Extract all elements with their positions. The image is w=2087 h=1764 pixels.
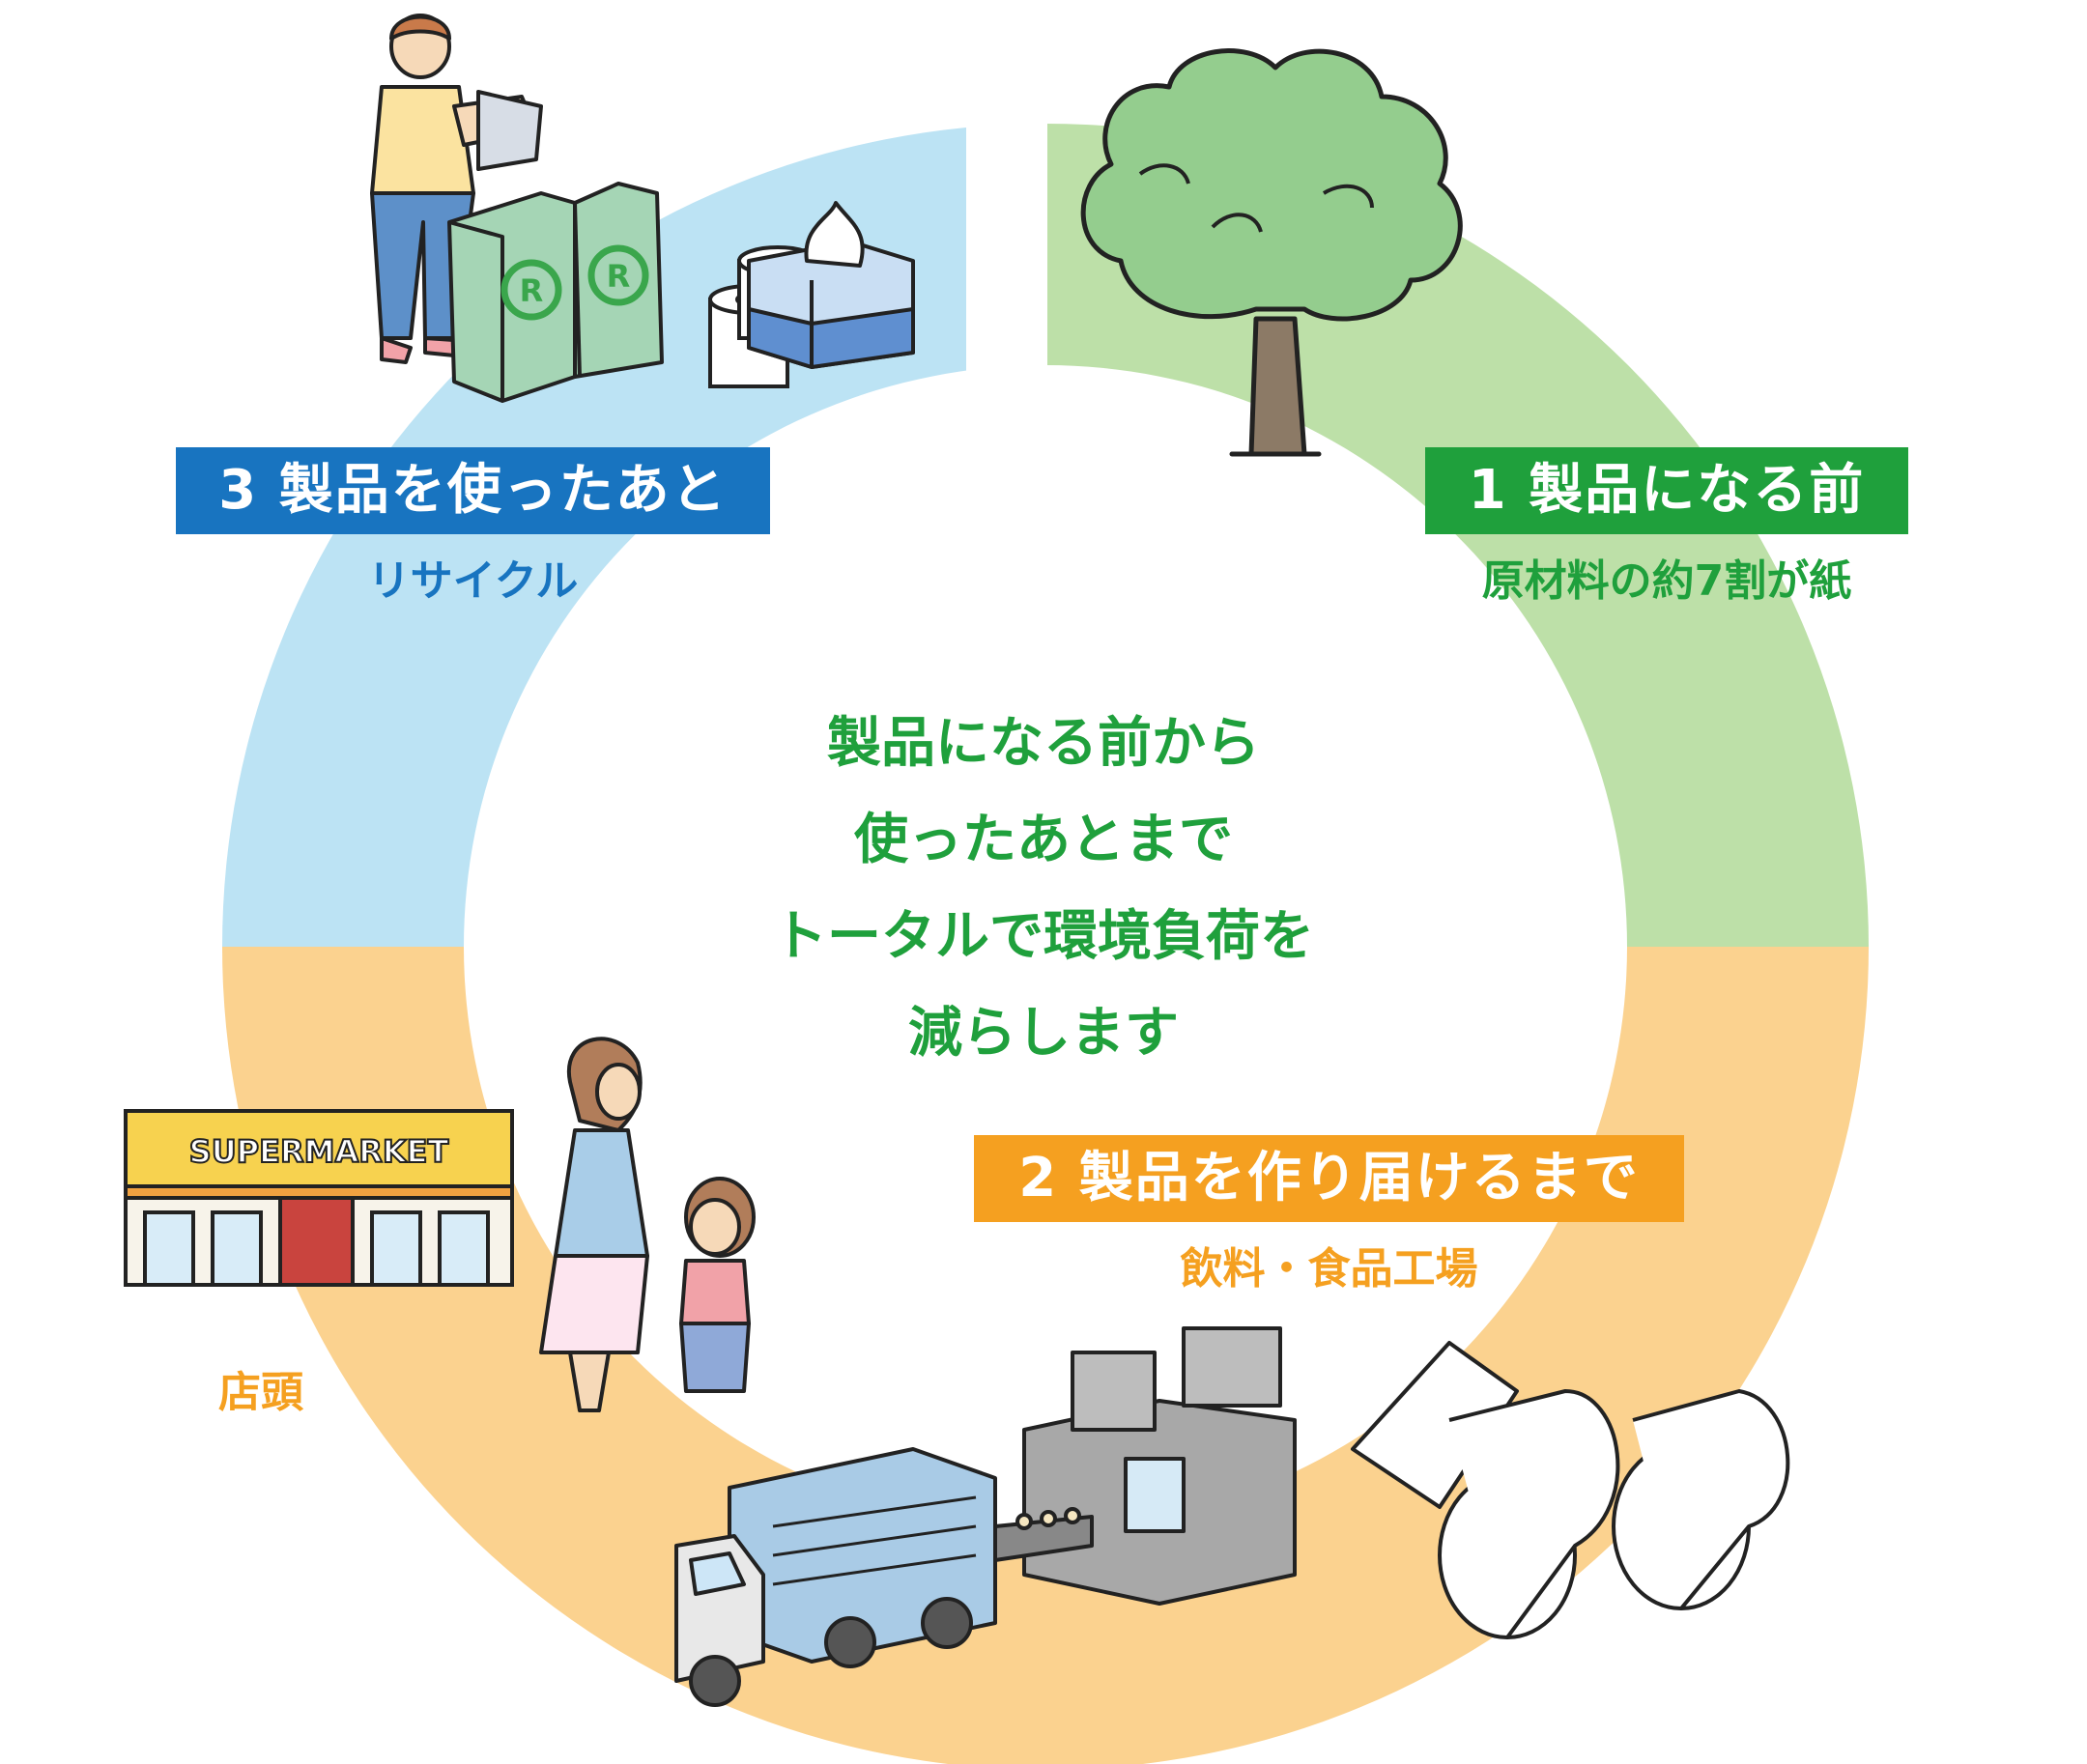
center-line-2: 使ったあとまで — [854, 809, 1233, 871]
ring-gap — [966, 97, 1047, 386]
tree-icon — [1080, 48, 1463, 457]
center-line-4: 減らします — [908, 1002, 1179, 1065]
stage3-title: 3 製品を使ったあと — [176, 447, 770, 534]
ring-segment-green — [1045, 124, 1869, 947]
center-message: 製品になる前から 使ったあとまで トータルで環境負荷を 減らします — [667, 696, 1420, 1082]
tissue-box-icon — [747, 201, 915, 369]
factory-machine-icon — [993, 1326, 1297, 1606]
stage3-subtitle: リサイクル — [367, 556, 579, 606]
stage2-title: 2 製品を作り届けるまで — [974, 1135, 1684, 1222]
mother-child-icon — [539, 1037, 756, 1412]
store-label: 店頭 — [218, 1368, 303, 1417]
supermarket-sign: SUPERMARKET — [189, 1133, 449, 1170]
svg-text:R: R — [607, 258, 631, 295]
paper-roll-icon — [1351, 1341, 1790, 1639]
truck-icon — [674, 1447, 997, 1707]
supermarket-icon: SUPERMARKET — [124, 1109, 514, 1287]
center-line-1: 製品になる前から — [827, 712, 1260, 775]
stage1-title: 1 製品になる前 — [1425, 447, 1908, 534]
stage1-subtitle: 原材料の約7割が紙 — [1481, 556, 1852, 606]
svg-text:R: R — [520, 272, 544, 309]
center-line-3: トータルで環境負荷を — [773, 905, 1314, 968]
stage2-subtitle: 飲料・食品工場 — [1180, 1244, 1478, 1294]
recycle-bin-icon: R R — [447, 182, 664, 403]
